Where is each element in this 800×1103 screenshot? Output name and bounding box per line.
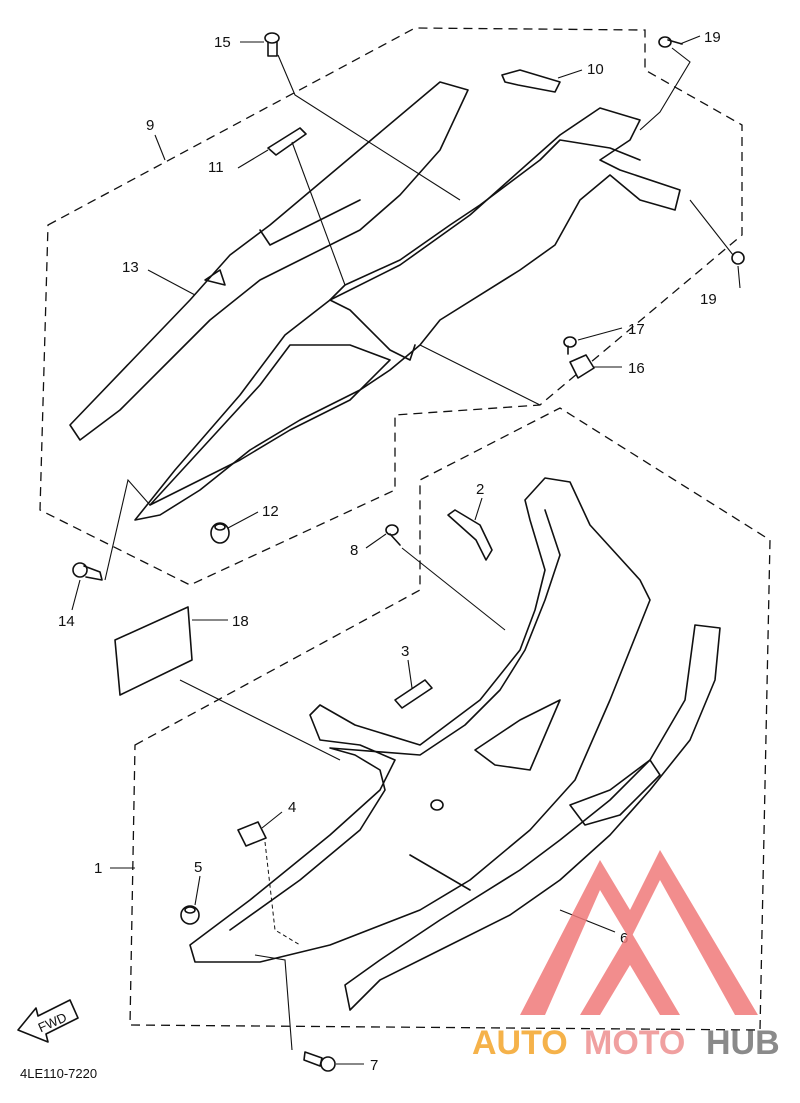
watermark-word-hub: HUB <box>706 1024 780 1062</box>
leader-4 <box>261 811 283 829</box>
assembly-line-17 <box>419 344 541 406</box>
assembly-line-8 <box>401 547 506 631</box>
part-16-nut <box>569 354 595 379</box>
part-17-screw <box>563 336 577 355</box>
leader-11 <box>237 149 269 169</box>
part-1-hole <box>430 799 444 811</box>
part-2-strip <box>447 509 493 561</box>
callout-3: 3 <box>401 643 409 660</box>
callout-10: 10 <box>587 61 604 78</box>
leader-3 <box>407 659 413 689</box>
part-7-bolt <box>303 1051 336 1072</box>
callout-13: 13 <box>122 259 139 276</box>
part-11-clip <box>267 127 307 156</box>
part-5-grommet <box>180 905 200 925</box>
part-13-inner-line <box>259 199 361 246</box>
part-10-strip <box>501 69 561 93</box>
leader-13 <box>147 269 196 296</box>
assembly-line-7 <box>254 954 293 1051</box>
part-9-cover-frame <box>134 107 681 521</box>
assembly-line-4 <box>264 841 301 946</box>
callout-19-top: 19 <box>704 29 721 46</box>
part-19-screw-right <box>731 251 745 265</box>
watermark-text: AUTO MOTO HUB <box>472 1024 780 1062</box>
part-14-bolt <box>72 562 103 581</box>
callout-14: 14 <box>58 613 75 630</box>
leader-14 <box>71 579 81 611</box>
callout-6: 6 <box>620 930 628 947</box>
part-3-clip <box>394 679 433 709</box>
callout-12: 12 <box>262 503 279 520</box>
part-9-inner-window <box>149 344 391 506</box>
assembly-line-19 <box>639 47 691 131</box>
part-1-side-cover <box>189 477 651 963</box>
assembly-line-15 <box>277 54 461 201</box>
part-1-lower-edge <box>409 854 471 891</box>
leader-19-right <box>737 265 741 289</box>
callout-15: 15 <box>214 34 231 51</box>
part-1-inner-rim <box>229 509 561 931</box>
callout-9: 9 <box>146 117 154 134</box>
part-9-upper-edge <box>329 139 641 301</box>
assembly-line-11 <box>291 141 346 286</box>
assembly-line-14 <box>104 478 151 581</box>
fwd-arrow-icon: FWD <box>17 999 79 1043</box>
callout-16: 16 <box>628 360 645 377</box>
watermark-word-auto: AUTO <box>472 1024 568 1062</box>
leader-5 <box>194 875 201 906</box>
leader-10 <box>557 69 583 79</box>
callout-19-right: 19 <box>700 291 717 308</box>
leader-8 <box>365 533 387 549</box>
watermark-logo-inner <box>580 930 680 1015</box>
part-4-block <box>237 821 267 847</box>
callout-2: 2 <box>476 481 484 498</box>
part-6-ridge <box>569 759 661 826</box>
leader-17 <box>577 327 623 341</box>
diagram-code: 4LE110-7220 <box>20 1066 97 1081</box>
part-15-screw <box>264 32 280 57</box>
callout-17: 17 <box>628 321 645 338</box>
part-13-notch <box>204 269 226 286</box>
part-18-pad <box>114 606 193 696</box>
callout-18: 18 <box>232 613 249 630</box>
leader-2 <box>474 497 483 521</box>
callout-7: 7 <box>370 1057 378 1074</box>
watermark-word-moto: MOTO <box>584 1024 685 1062</box>
assembly-line-19b <box>689 199 734 256</box>
part-8-screw <box>385 524 401 546</box>
assembly-line-18 <box>179 679 341 761</box>
callout-8: 8 <box>350 542 358 559</box>
leader-9 <box>154 134 166 161</box>
part-13-liner-panel <box>69 81 469 441</box>
upper-group-outline <box>39 27 743 586</box>
callout-1: 1 <box>94 860 102 877</box>
leader-12 <box>227 511 259 529</box>
leader-19-top <box>679 35 701 45</box>
watermark-logo <box>520 850 758 1015</box>
callout-5: 5 <box>194 859 202 876</box>
part-9-bracket <box>329 299 416 361</box>
watermark-logo-shape <box>520 850 758 1015</box>
callout-4: 4 <box>288 799 296 816</box>
callout-11: 11 <box>208 159 224 176</box>
part-12-grommet <box>210 522 230 544</box>
part-19-screw-top <box>658 36 683 48</box>
part-6-trim <box>344 624 721 1011</box>
leader-6 <box>559 909 616 933</box>
part-1-vent <box>474 699 561 771</box>
